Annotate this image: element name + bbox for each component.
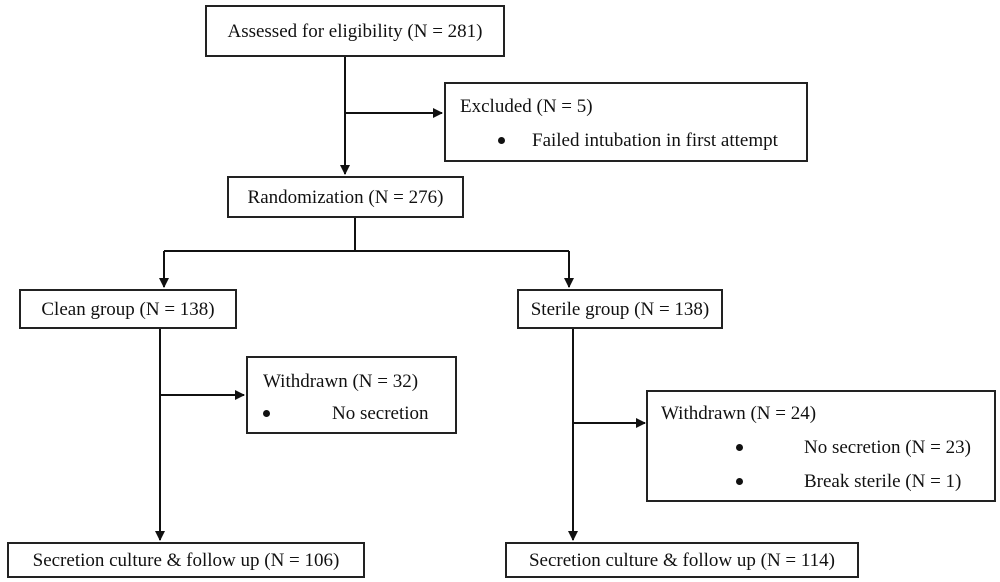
- bullet-icon: [498, 137, 505, 144]
- clean-followup-label: Secretion culture & follow up (N = 106): [32, 549, 340, 571]
- sterile-followup-box: Secretion culture & follow up (N = 114): [505, 542, 859, 578]
- excluded-box: Excluded (N = 5) Failed intubation in fi…: [444, 82, 808, 162]
- excluded-title: Excluded (N = 5): [460, 96, 593, 117]
- clean-followup-box: Secretion culture & follow up (N = 106): [7, 542, 365, 578]
- sterile-followup-label: Secretion culture & follow up (N = 114): [528, 549, 836, 571]
- clean-group-box: Clean group (N = 138): [19, 289, 237, 329]
- clean-group-label: Clean group (N = 138): [41, 298, 215, 320]
- assessed-box: Assessed for eligibility (N = 281): [205, 5, 505, 57]
- sterile-group-label: Sterile group (N = 138): [530, 298, 710, 320]
- bullet-icon: [736, 444, 743, 451]
- sterile-withdrawn-bullet: No secretion (N = 23): [804, 437, 971, 458]
- randomization-label: Randomization (N = 276): [247, 186, 444, 208]
- clean-withdrawn-title: Withdrawn (N = 32): [263, 371, 419, 392]
- sterile-group-box: Sterile group (N = 138): [517, 289, 723, 329]
- sterile-withdrawn-bullet: Break sterile (N = 1): [804, 471, 962, 492]
- bullet-icon: [736, 478, 743, 485]
- clean-withdrawn-bullet: No secretion: [332, 403, 429, 424]
- clean-withdrawn-box: Withdrawn (N = 32) No secretion: [246, 356, 457, 434]
- sterile-withdrawn-box: Withdrawn (N = 24) No secretion (N = 23)…: [646, 390, 996, 502]
- bullet-icon: [263, 410, 270, 417]
- excluded-bullet: Failed intubation in first attempt: [532, 130, 778, 151]
- sterile-withdrawn-title: Withdrawn (N = 24): [661, 403, 817, 424]
- assessed-label: Assessed for eligibility (N = 281): [227, 20, 483, 42]
- randomization-box: Randomization (N = 276): [227, 176, 464, 218]
